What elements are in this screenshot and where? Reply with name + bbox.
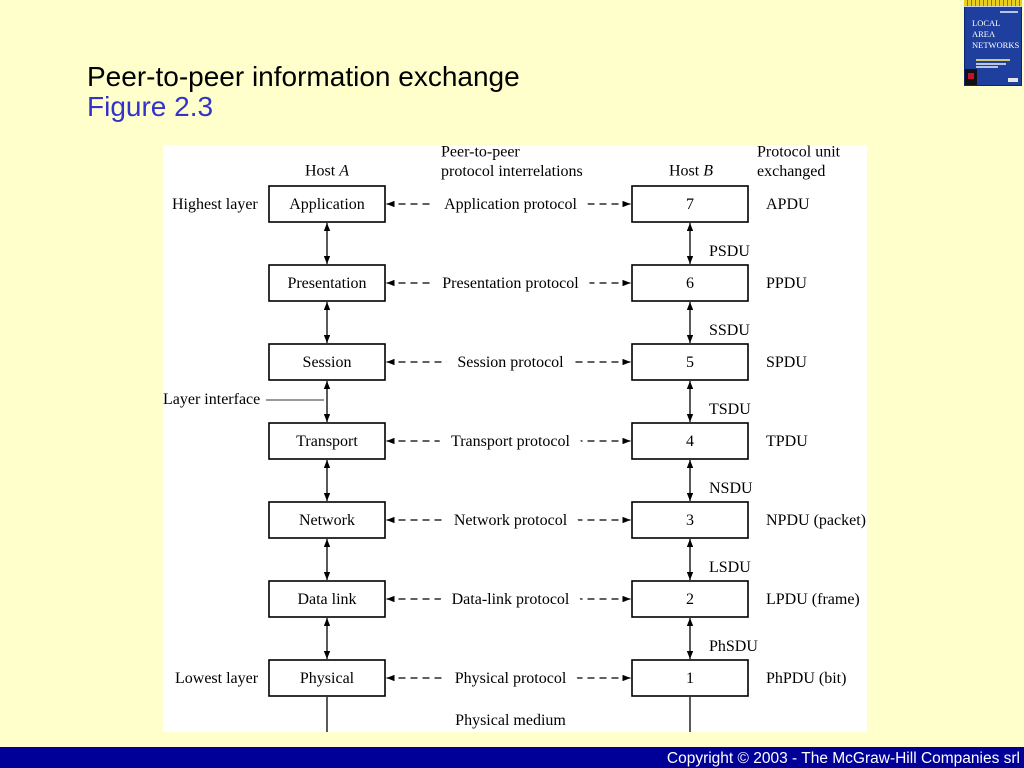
publisher-logo [965, 69, 977, 85]
figure-label: Figure 2.3 [87, 92, 520, 122]
book-cover-title-line: AREA [972, 29, 1019, 40]
book-cover-small-print [1000, 11, 1018, 13]
host-b-layer-number-presentation: 6 [686, 275, 694, 292]
peer-protocol-session: Session protocol [457, 354, 564, 371]
figure-panel: Peer-to-peer protocol interrelations Hos… [163, 145, 867, 732]
pdu-session: SPDU [766, 354, 807, 371]
host-b-layer-number-network: 3 [686, 512, 694, 529]
host-a-layer-application: Application [289, 196, 365, 213]
footer-bar: Copyright © 2003 - The McGraw-Hill Compa… [0, 747, 1024, 768]
peer-header-line-1: Peer-to-peer [441, 145, 520, 161]
pdu-data-link: LPDU (frame) [766, 591, 860, 608]
host-a-layer-transport: Transport [296, 433, 358, 450]
copyright-text: Copyright © 2003 - The McGraw-Hill Compa… [667, 750, 1020, 768]
slide-title: Peer-to-peer information exchange [87, 62, 520, 92]
host-b-layer-number-physical: 1 [686, 670, 694, 687]
sdu-ssdu: SSDU [709, 322, 750, 339]
pdu-physical: PhPDU (bit) [766, 670, 846, 687]
host-b-layer-number-data-link: 2 [686, 591, 694, 608]
host-a-heading-letter: A [338, 163, 349, 180]
pdu-network: NPDU (packet) [766, 512, 866, 529]
host-a-layer-session: Session [303, 354, 352, 371]
host-a-layer-network: Network [299, 512, 355, 529]
unit-header-line-1: Protocol unit [757, 145, 841, 161]
physical-medium-label: Physical medium [455, 712, 566, 729]
book-cover-rule [964, 6, 1022, 7]
host-a-layer-data-link: Data link [297, 591, 356, 608]
host-b-layer-number-application: 7 [686, 196, 694, 213]
sdu-psdu: PSDU [709, 243, 750, 260]
host-b-layer-number-transport: 4 [686, 433, 694, 450]
pdu-transport: TPDU [766, 433, 808, 450]
peer-protocol-network: Network protocol [454, 512, 568, 529]
host-b-heading-letter: B [703, 163, 713, 180]
sdu-tsdu: TSDU [709, 401, 751, 418]
book-cover-small-print [976, 59, 1010, 61]
book-cover-title: LOCAL AREA NETWORKS [972, 18, 1019, 51]
book-cover-title-line: NETWORKS [972, 40, 1019, 51]
unit-header-line-2: exchanged [757, 163, 825, 180]
pdu-application: APDU [766, 196, 810, 213]
layer-interface-label: Layer interface [163, 391, 260, 408]
host-a-layer-presentation: Presentation [287, 275, 366, 292]
sdu-lsdu: LSDU [709, 559, 751, 576]
book-cover-title-line: LOCAL [972, 18, 1019, 29]
book-cover-thumbnail: LOCAL AREA NETWORKS [964, 0, 1022, 86]
peer-protocol-presentation: Presentation protocol [442, 275, 579, 292]
pdu-presentation: PPDU [766, 275, 807, 292]
sdu-nsdu: NSDU [709, 480, 753, 497]
peer-protocol-transport: Transport protocol [451, 433, 571, 450]
peer-header-line-2: protocol interrelations [441, 163, 583, 180]
book-cover-small-print [976, 66, 998, 68]
peer-protocol-application: Application protocol [444, 196, 577, 213]
peer-protocol-physical: Physical protocol [455, 670, 567, 687]
slide-title-block: Peer-to-peer information exchange Figure… [87, 62, 520, 122]
host-b-heading-word: Host [669, 163, 700, 180]
host-a-layer-physical: Physical [300, 670, 355, 687]
host-a-heading-word: Host [305, 163, 336, 180]
book-cover-small-print [976, 63, 1006, 65]
book-cover-mark [1008, 78, 1018, 82]
lowest-layer-label: Lowest layer [175, 670, 259, 687]
osi-peer-to-peer-diagram: Peer-to-peer protocol interrelations Hos… [163, 145, 867, 732]
highest-layer-label: Highest layer [172, 196, 258, 213]
host-b-layer-number-session: 5 [686, 354, 694, 371]
peer-protocol-data-link: Data-link protocol [452, 591, 570, 608]
sdu-phsdu: PhSDU [709, 638, 758, 655]
